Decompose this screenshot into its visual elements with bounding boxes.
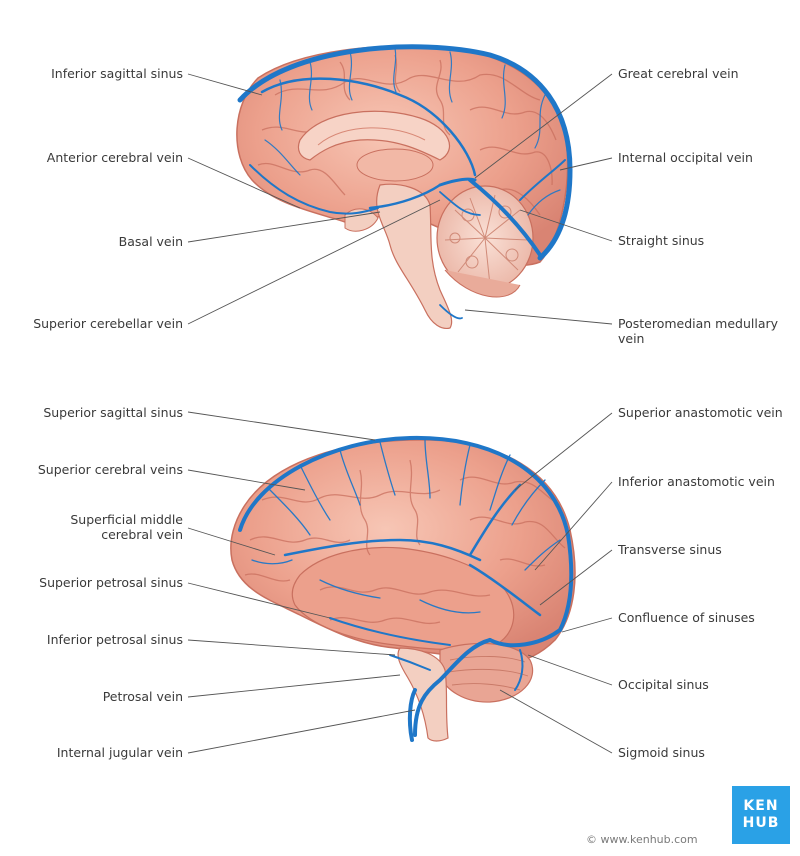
label-inferior-petrosal-sinus: Inferior petrosal sinus [47, 632, 183, 647]
label-internal-occipital-vein: Internal occipital vein [618, 150, 753, 165]
label-superior-anastomotic-vein: Superior anastomotic vein [618, 405, 783, 420]
label-posteromedian-medullary-vein: Posteromedian medullary vein [618, 316, 790, 346]
label-confluence-of-sinuses: Confluence of sinuses [618, 610, 755, 625]
label-occipital-sinus: Occipital sinus [618, 677, 709, 692]
logo-line-1: KEN [743, 798, 778, 815]
label-inferior-anastomotic-vein: Inferior anastomotic vein [618, 474, 775, 489]
label-great-cerebral-vein: Great cerebral vein [618, 66, 739, 81]
label-superior-petrosal-sinus: Superior petrosal sinus [39, 575, 183, 590]
label-superior-cerebellar-vein: Superior cerebellar vein [33, 316, 183, 331]
label-inferior-sagittal-sinus: Inferior sagittal sinus [51, 66, 183, 81]
label-transverse-sinus: Transverse sinus [618, 542, 722, 557]
label-internal-jugular-vein: Internal jugular vein [57, 745, 183, 760]
label-sigmoid-sinus: Sigmoid sinus [618, 745, 705, 760]
lateral-cerebellum [440, 643, 533, 702]
label-superficial-middle-cerebral-vein: Superficial middle cerebral vein [43, 512, 183, 542]
copyright-link[interactable]: © www.kenhub.com [586, 833, 698, 846]
thalamus [357, 149, 433, 181]
label-superior-sagittal-sinus: Superior sagittal sinus [43, 405, 183, 420]
label-anterior-cerebral-vein: Anterior cerebral vein [47, 150, 183, 165]
label-petrosal-vein: Petrosal vein [103, 689, 183, 704]
label-basal-vein: Basal vein [119, 234, 183, 249]
logo-line-2: HUB [743, 815, 780, 832]
kenhub-logo[interactable]: KEN HUB [732, 786, 790, 844]
label-straight-sinus: Straight sinus [618, 233, 704, 248]
lateral-brainstem [398, 648, 448, 741]
sagittal-brain [237, 46, 570, 328]
label-superior-cerebral-veins: Superior cerebral veins [38, 462, 183, 477]
